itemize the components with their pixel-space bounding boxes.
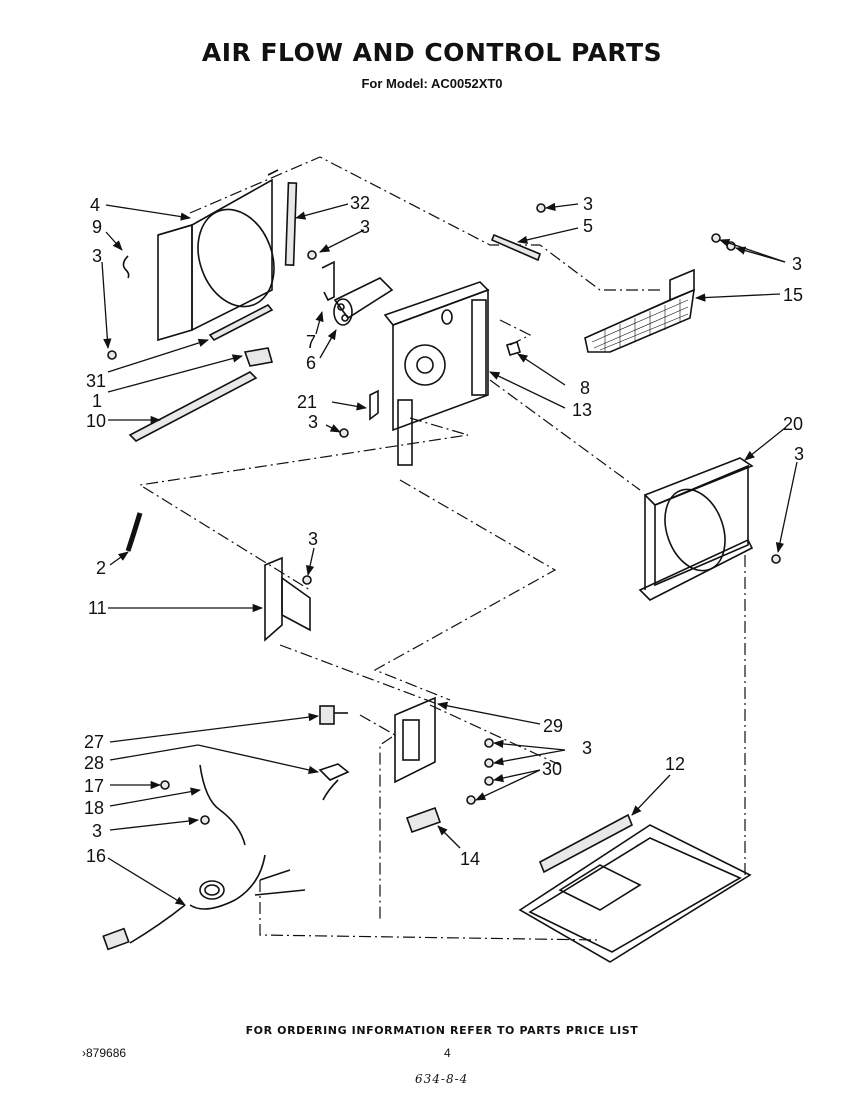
ordering-note: FOR ORDERING INFORMATION REFER TO PARTS … <box>245 1024 639 1037</box>
callout-1: 1 <box>92 391 102 411</box>
grille-part-15 <box>584 268 695 353</box>
callout-21: 21 <box>297 392 317 412</box>
callout-20: 20 <box>783 414 803 434</box>
callout-labels: 4 9 3 31 1 10 32 3 7 6 3 5 3 15 8 13 21 … <box>84 193 804 869</box>
callout-11: 11 <box>88 598 107 618</box>
screws <box>107 203 781 825</box>
callout-29: 29 <box>543 716 563 736</box>
callout-8: 8 <box>580 378 590 398</box>
bracket-part-5 <box>490 233 541 262</box>
strip-part-32 <box>284 182 298 266</box>
callout-3: 3 <box>92 821 102 841</box>
document-number: ›879686 <box>82 1046 127 1060</box>
page-title: AIR FLOW AND CONTROL PARTS <box>201 38 663 67</box>
callout-7: 7 <box>306 332 316 352</box>
clip-part-8 <box>506 341 521 356</box>
knob-part-14 <box>405 806 442 834</box>
fan-shroud-part-4 <box>157 169 279 342</box>
switch-part-27 <box>319 705 348 725</box>
callout-6: 6 <box>306 353 316 373</box>
leader-lines <box>101 202 798 906</box>
handwritten-code: 634-8-4 <box>415 1072 469 1086</box>
callout-17: 17 <box>84 776 104 796</box>
capacitor-part-6 <box>333 277 394 326</box>
seal-strips-part-31-1-10 <box>128 303 274 442</box>
callout-3: 3 <box>794 444 804 464</box>
base-pan-part-12 <box>518 813 752 963</box>
callout-15: 15 <box>783 285 803 305</box>
callout-3: 3 <box>92 246 102 266</box>
callout-9: 9 <box>92 217 102 237</box>
callout-3: 3 <box>583 194 593 214</box>
callout-10: 10 <box>86 411 106 431</box>
callout-27: 27 <box>84 732 104 752</box>
callout-13: 13 <box>572 400 592 420</box>
page-number: 4 <box>444 1046 451 1060</box>
cord-part-18 <box>199 764 246 846</box>
callout-4: 4 <box>90 195 100 215</box>
tube-part-2 <box>125 512 143 552</box>
callout-5: 5 <box>583 216 593 236</box>
callout-3: 3 <box>582 738 592 758</box>
capacitor-bracket-part-7 <box>321 260 335 302</box>
callout-2: 2 <box>96 558 106 578</box>
callout-30: 30 <box>542 759 562 779</box>
model-subtitle: For Model: AC0052XT0 <box>361 76 503 91</box>
blower-housing-part-20 <box>638 457 754 601</box>
control-bracket-part-11 <box>264 556 311 642</box>
callout-3: 3 <box>792 254 802 274</box>
callout-16: 16 <box>86 846 106 866</box>
callout-31: 31 <box>86 371 106 391</box>
callout-18: 18 <box>84 798 104 818</box>
callout-3: 3 <box>308 412 318 432</box>
callout-32: 32 <box>350 193 370 213</box>
clip-part-9 <box>122 255 130 279</box>
control-panel-part-29 <box>394 696 436 784</box>
thermostat-part-28 <box>318 763 350 801</box>
callout-14: 14 <box>460 849 480 869</box>
callout-3: 3 <box>360 217 370 237</box>
callout-3: 3 <box>308 529 318 549</box>
mounting-plate-part-13 <box>383 281 490 466</box>
callout-28: 28 <box>84 753 104 773</box>
bracket-part-21 <box>369 389 379 421</box>
power-cord-part-16 <box>102 854 306 951</box>
callout-12: 12 <box>665 754 685 774</box>
